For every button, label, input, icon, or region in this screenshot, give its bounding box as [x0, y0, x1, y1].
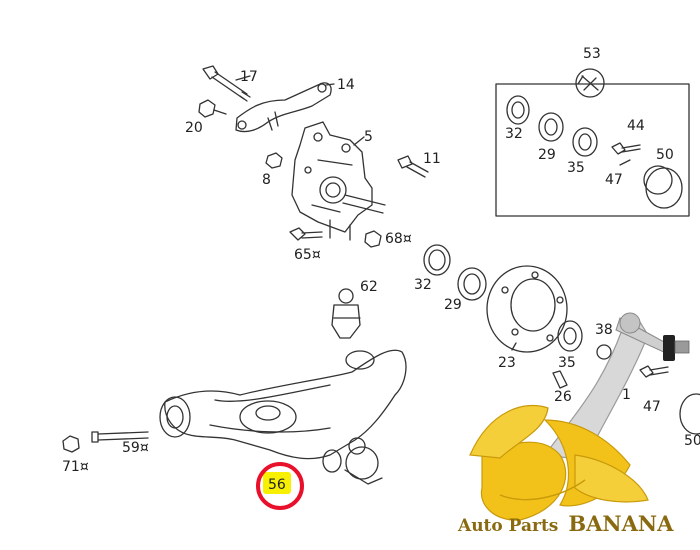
- brand-prefix: Auto Parts: [457, 516, 558, 536]
- label-71: 71¤: [62, 459, 89, 475]
- bearing-29-part: [457, 267, 487, 301]
- label-23: 23: [498, 355, 516, 371]
- label-29-inset: 29: [538, 147, 556, 163]
- seal-32-part: [423, 244, 451, 276]
- label-29: 29: [444, 297, 462, 313]
- nut-68-part: [364, 230, 382, 248]
- brand-wordmark: Auto Parts BANANA: [457, 511, 674, 536]
- label-62: 62: [360, 279, 378, 295]
- highlight-marker: [263, 472, 291, 494]
- hub-23-part: [486, 265, 568, 353]
- leader-14: [325, 83, 335, 86]
- bolt-17-part: [202, 65, 251, 102]
- brand-name: BANANA: [568, 511, 674, 536]
- label-50: 50: [684, 433, 700, 449]
- label-11: 11: [423, 151, 441, 167]
- label-20: 20: [185, 120, 203, 136]
- pin-26-part: [552, 370, 568, 389]
- ball-joint-62-part: [331, 288, 361, 339]
- link-arm-14-part: [235, 82, 332, 133]
- leader-5: [353, 136, 365, 146]
- label-14: 14: [337, 77, 355, 93]
- knuckle-5-part: [291, 121, 386, 241]
- inset-box: [495, 68, 690, 217]
- label-17: 17: [240, 69, 258, 85]
- label-68: 68¤: [385, 231, 412, 247]
- banana-logo-icon: [469, 404, 649, 521]
- label-32: 32: [414, 277, 432, 293]
- label-53: 53: [583, 46, 601, 62]
- pin-11-part: [397, 155, 429, 178]
- cap-50-part: [679, 393, 700, 435]
- bolt-65-part: [289, 227, 323, 241]
- label-56-highlighted: 56: [268, 477, 286, 493]
- label-38: 38: [595, 322, 613, 338]
- label-5: 5: [364, 129, 373, 145]
- label-1: 1: [622, 387, 631, 403]
- label-26: 26: [554, 389, 572, 405]
- label-44: 44: [627, 118, 645, 134]
- label-65: 65¤: [294, 247, 321, 263]
- label-47: 47: [643, 399, 661, 415]
- washer-38-part: [596, 344, 612, 360]
- label-32-inset: 32: [505, 126, 523, 142]
- label-35: 35: [558, 355, 576, 371]
- bearing-35-part: [557, 320, 583, 352]
- label-50-inset: 50: [656, 147, 674, 163]
- nut-8-part: [265, 152, 283, 169]
- label-59: 59¤: [122, 440, 149, 456]
- label-35-inset: 35: [567, 160, 585, 176]
- nut-71-part: [62, 435, 80, 453]
- highlight-circle: [256, 462, 304, 510]
- bolt-59-part: [91, 431, 149, 443]
- label-8: 8: [262, 172, 271, 188]
- bolt-47-part: [639, 365, 669, 378]
- leader-17: [235, 75, 251, 81]
- lower-control-arm-part: [159, 349, 407, 485]
- label-47-inset: 47: [605, 172, 623, 188]
- nut-20-part: [198, 99, 227, 118]
